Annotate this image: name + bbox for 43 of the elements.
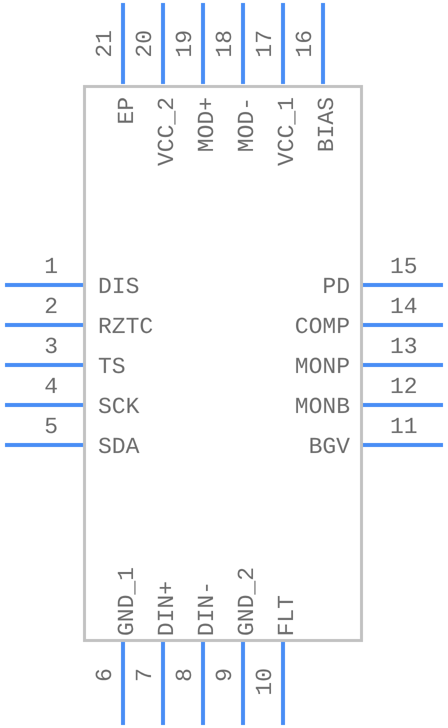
pin-name: DIN+ (155, 580, 179, 636)
pin-number: 19 (173, 30, 197, 58)
pin-name: EP (115, 97, 139, 125)
pin-name: BGV (308, 435, 350, 459)
pin-name: TS (98, 355, 126, 379)
pin-name: MONP (294, 355, 350, 379)
pin-number: 10 (253, 668, 277, 696)
pin-name: MOD+ (195, 97, 219, 152)
pin-number: 9 (213, 668, 237, 682)
pin-name: VCC_2 (155, 97, 179, 166)
pin-name: SCK (98, 395, 140, 419)
pin-number: 14 (390, 295, 418, 319)
pin-name: FLT (275, 594, 299, 636)
pin-name: SDA (98, 435, 140, 459)
pin-number: 7 (133, 668, 157, 682)
pin-number: 13 (390, 335, 418, 359)
pin-number: 16 (293, 30, 317, 58)
pin-name: DIS (98, 275, 140, 299)
pin-number: 20 (133, 30, 157, 58)
pin-number: 5 (44, 415, 58, 439)
pin-name: VCC_1 (275, 97, 299, 166)
pin-number: 8 (173, 668, 197, 682)
pin-number: 4 (44, 375, 58, 399)
pin-name: MOD- (235, 97, 259, 152)
pin-name: GND_1 (115, 566, 139, 636)
pin-name: BIAS (315, 97, 339, 152)
pin-name: PD (322, 275, 350, 299)
pin-name: DIN- (195, 580, 219, 636)
pin-number: 11 (390, 415, 418, 439)
pin-number: 12 (390, 375, 418, 399)
pin-number: 6 (93, 668, 117, 682)
pin-number: 3 (44, 335, 58, 359)
pin-number: 2 (44, 295, 58, 319)
pin-name: MONB (294, 395, 350, 419)
chip-body (83, 85, 363, 642)
pin-name: RZTC (98, 315, 154, 339)
pin-name: GND_2 (235, 566, 259, 636)
pin-name: COMP (294, 315, 350, 339)
pin-number: 1 (44, 255, 58, 279)
pin-number: 15 (390, 255, 418, 279)
pin-number: 21 (93, 30, 117, 58)
pin-number: 17 (253, 30, 277, 58)
pin-number: 18 (213, 30, 237, 58)
